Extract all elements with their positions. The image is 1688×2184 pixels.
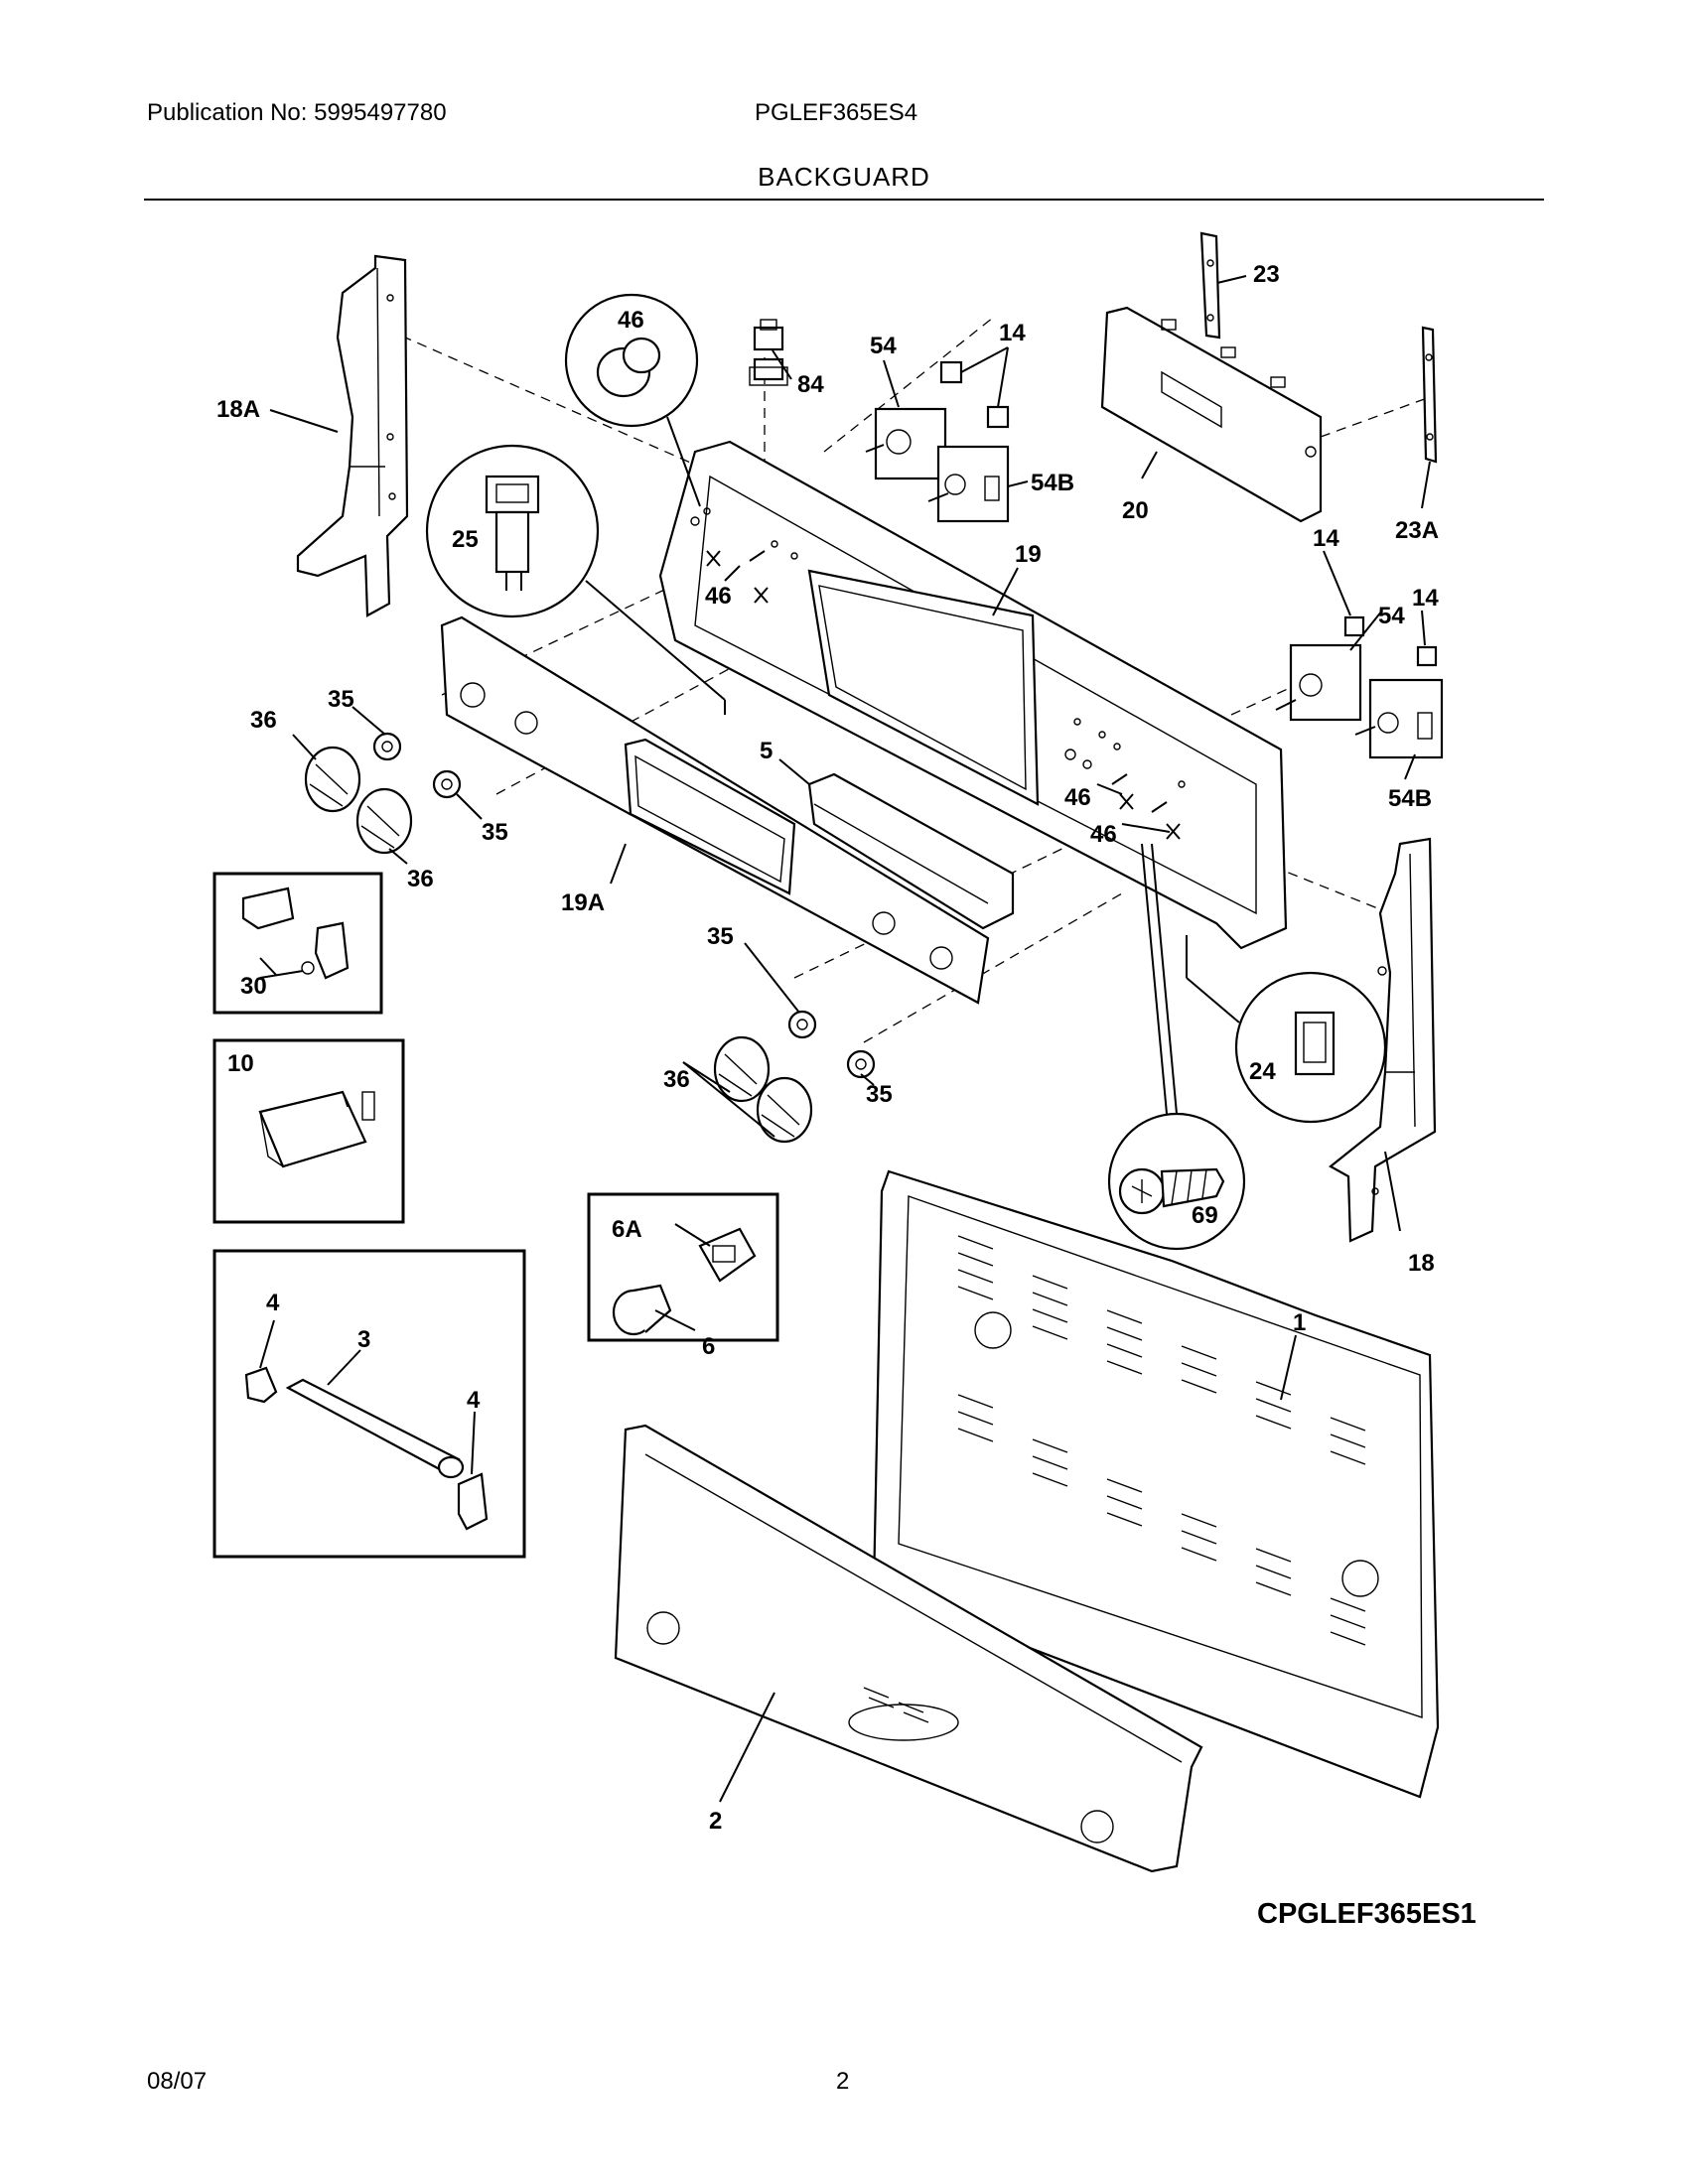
label-46: 46 — [1064, 784, 1091, 811]
control-panel-19a — [440, 615, 1015, 1005]
label-19: 19 — [1015, 541, 1042, 568]
publication-number: Publication No: 5995497780 — [147, 99, 447, 126]
label-54: 54 — [870, 333, 897, 359]
label-46: 46 — [618, 307, 644, 334]
label-46: 46 — [705, 583, 732, 610]
label-36: 36 — [663, 1066, 690, 1093]
detail-circle-69 — [1107, 843, 1246, 1251]
label-23: 23 — [1253, 261, 1280, 288]
inset-box-6a — [587, 1192, 779, 1342]
switch-54b-lower — [1354, 678, 1444, 759]
label-54b: 54B — [1388, 785, 1432, 812]
relay-14-upper — [939, 360, 1010, 429]
label-18a: 18A — [216, 396, 260, 423]
label-3: 3 — [357, 1326, 370, 1353]
label-35: 35 — [328, 686, 354, 713]
label-14: 14 — [1313, 525, 1339, 552]
switch-84 — [753, 319, 784, 351]
label-10: 10 — [227, 1050, 254, 1077]
bracket-23 — [1199, 231, 1221, 340]
model-number: PGLEF365ES4 — [755, 99, 918, 126]
label-6: 6 — [702, 1333, 715, 1360]
label-2: 2 — [709, 1808, 722, 1835]
label-30: 30 — [240, 973, 267, 1000]
label-20: 20 — [1122, 497, 1149, 524]
detail-circle-25 — [425, 444, 726, 715]
electronic-control-20 — [1100, 306, 1323, 523]
knobs-36 — [304, 746, 813, 1144]
label-54: 54 — [1378, 603, 1405, 629]
switch-54-upper — [865, 407, 947, 480]
screws-46 — [706, 550, 1181, 840]
inset-box-30 — [212, 872, 383, 1015]
label-36: 36 — [250, 707, 277, 734]
label-36: 36 — [407, 866, 434, 892]
label-69: 69 — [1192, 1202, 1218, 1229]
label-84: 84 — [797, 371, 824, 398]
backguard-housing-19 — [658, 357, 1288, 950]
switch-54b-upper — [927, 445, 1010, 523]
page-number: 2 — [836, 2068, 850, 2095]
part-labels: 23 46 84 54 14 18A 54B 20 23A 25 19 14 4… — [216, 261, 1439, 1835]
label-35: 35 — [866, 1081, 893, 1108]
side-bracket-18a — [296, 254, 409, 617]
detail-circle-46 — [564, 293, 701, 507]
header-rule — [144, 199, 1544, 201]
inset-box-3 — [212, 1249, 526, 1559]
label-35: 35 — [482, 819, 508, 846]
inset-box-10 — [212, 1038, 405, 1224]
diagram-code: CPGLEF365ES1 — [1257, 1898, 1477, 1930]
switch-54-lower — [1275, 643, 1362, 722]
label-35: 35 — [707, 923, 734, 950]
label-54b: 54B — [1031, 470, 1074, 496]
label-14: 14 — [1412, 585, 1439, 612]
label-14: 14 — [999, 320, 1026, 346]
label-25: 25 — [452, 526, 479, 553]
detail-circle-24 — [1186, 935, 1387, 1124]
label-46: 46 — [1090, 821, 1117, 848]
label-23a: 23A — [1395, 517, 1439, 544]
label-4: 4 — [266, 1290, 280, 1316]
side-bracket-18 — [1329, 837, 1437, 1243]
label-1: 1 — [1293, 1309, 1306, 1336]
label-6a: 6A — [612, 1216, 642, 1243]
label-18: 18 — [1408, 1250, 1435, 1277]
relay-14-lower — [1343, 615, 1438, 667]
bezels-35 — [372, 732, 876, 1079]
bracket-23a — [1421, 326, 1438, 464]
section-title: BACKGUARD — [758, 162, 930, 192]
lower-trim-2 — [614, 1424, 1203, 1873]
label-5: 5 — [760, 738, 773, 764]
label-19a: 19A — [561, 889, 605, 916]
label-4: 4 — [467, 1387, 481, 1414]
publication-date: 08/07 — [147, 2068, 208, 2095]
leader-lines — [259, 275, 1431, 1803]
label-24: 24 — [1249, 1058, 1276, 1085]
